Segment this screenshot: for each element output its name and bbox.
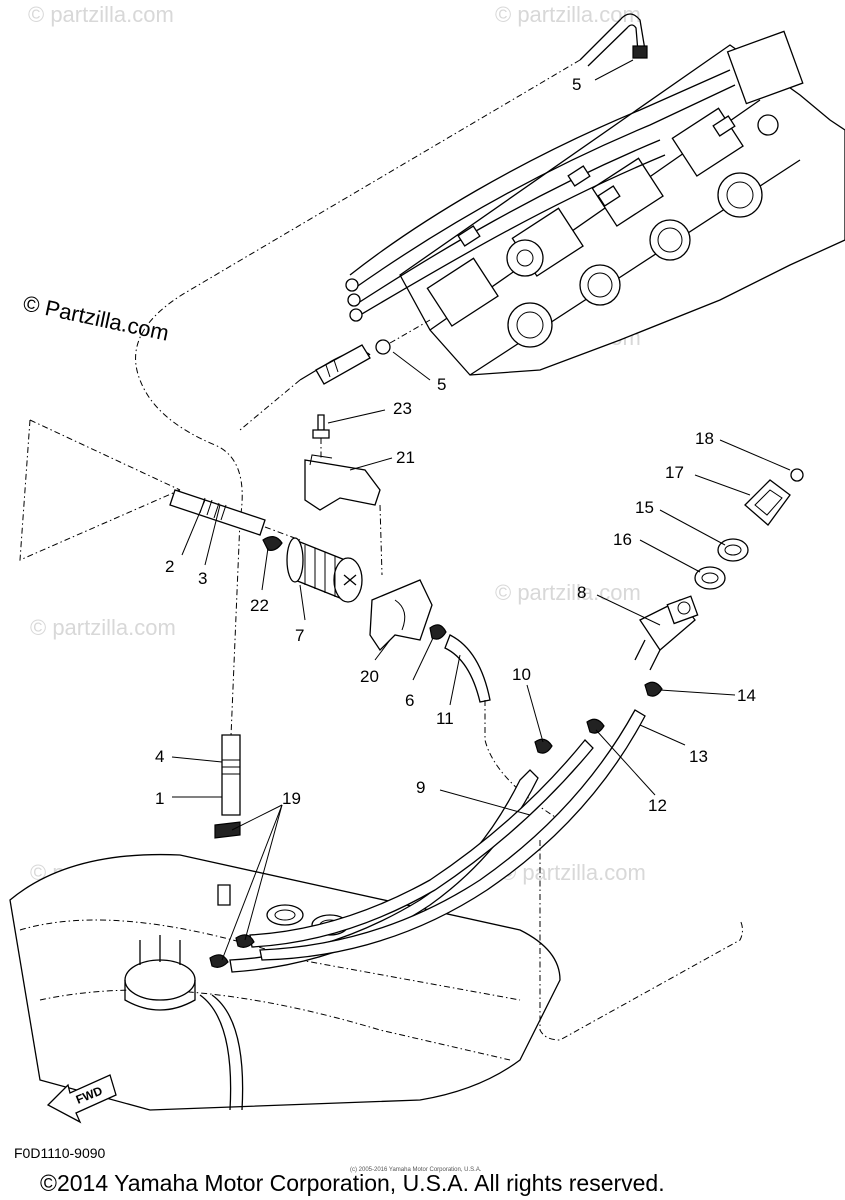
copyright-notice: ©2014 Yamaha Motor Corporation, U.S.A. A…: [40, 1170, 665, 1196]
callout-10: 10: [512, 665, 531, 684]
callout-9: 9: [416, 778, 425, 797]
callout-6: 6: [405, 691, 414, 710]
cover-17: [744, 479, 791, 526]
faint-watermarks: © partzilla.com © partzilla.com © partzi…: [28, 2, 646, 885]
hose-13: [259, 709, 646, 961]
callout-7: 7: [295, 626, 304, 645]
callout-1: 1: [155, 789, 164, 808]
callout-5: 5: [437, 375, 446, 394]
clamp-12: [586, 718, 605, 734]
leader-lines: [171, 59, 791, 961]
callout-23: 23: [393, 399, 412, 418]
fuel-filter: [286, 537, 363, 603]
watermark-faint: © partzilla.com: [495, 2, 641, 27]
clamp-5-top: [632, 45, 648, 59]
filter-bracket: [304, 414, 383, 576]
hose-12: [249, 739, 594, 948]
callouts: 5 5 23 21 18 17 15 16 8 2 3 22 7 20 6 11…: [155, 75, 756, 815]
engine-block: [345, 30, 845, 376]
callout-5-top: 5: [572, 75, 581, 94]
callout-3: 3: [198, 569, 207, 588]
watermark-faint: © partzilla.com: [28, 2, 174, 27]
callout-13: 13: [689, 747, 708, 766]
callout-20: 20: [360, 667, 379, 686]
fwd-arrow: FWD: [46, 1074, 117, 1124]
clamp-10: [534, 738, 553, 754]
callout-16: 16: [613, 530, 632, 549]
callout-18: 18: [695, 429, 714, 448]
grommet-15: [717, 538, 749, 562]
callout-4: 4: [155, 747, 164, 766]
watermark-faint: © partzilla.com: [30, 615, 176, 640]
callout-17: 17: [665, 463, 684, 482]
tiny-notice: (c) 2005-2016 Yamaha Motor Corporation, …: [350, 1167, 482, 1173]
watermark-faint: © partzilla.com: [495, 580, 641, 605]
filter-holder: [369, 579, 433, 652]
outline-lower-right: [539, 840, 743, 1041]
fuel-hose-4: [221, 734, 241, 816]
callout-19: 19: [282, 789, 301, 808]
callout-8: 8: [577, 583, 586, 602]
hose-11: [444, 634, 491, 703]
callout-2: 2: [165, 557, 174, 576]
gasket-16: [694, 566, 726, 590]
screw-18: [790, 468, 804, 482]
clamp-5: [375, 339, 391, 355]
return-line-dashed: [135, 59, 581, 761]
fuel-fill-assembly: [634, 595, 699, 671]
clamp-14: [644, 681, 663, 697]
callout-21: 21: [396, 448, 415, 467]
callout-14: 14: [737, 686, 756, 705]
diagram-code: F0D1110-9090: [14, 1145, 106, 1161]
callout-22: 22: [250, 596, 269, 615]
clamp-19: [214, 821, 241, 839]
callout-11: 11: [436, 709, 454, 728]
breather-line: [19, 419, 181, 561]
callout-15: 15: [635, 498, 654, 517]
return-hose-top-inner: [587, 24, 639, 67]
callout-12: 12: [648, 796, 667, 815]
breather-hose: [169, 489, 266, 536]
clamp-22: [262, 536, 283, 551]
watermark-faint: © partzilla.com: [500, 860, 646, 885]
return-hose-top: [579, 13, 646, 61]
watermark-main: © Partzilla.com: [21, 290, 171, 345]
clamp-6: [429, 624, 447, 640]
